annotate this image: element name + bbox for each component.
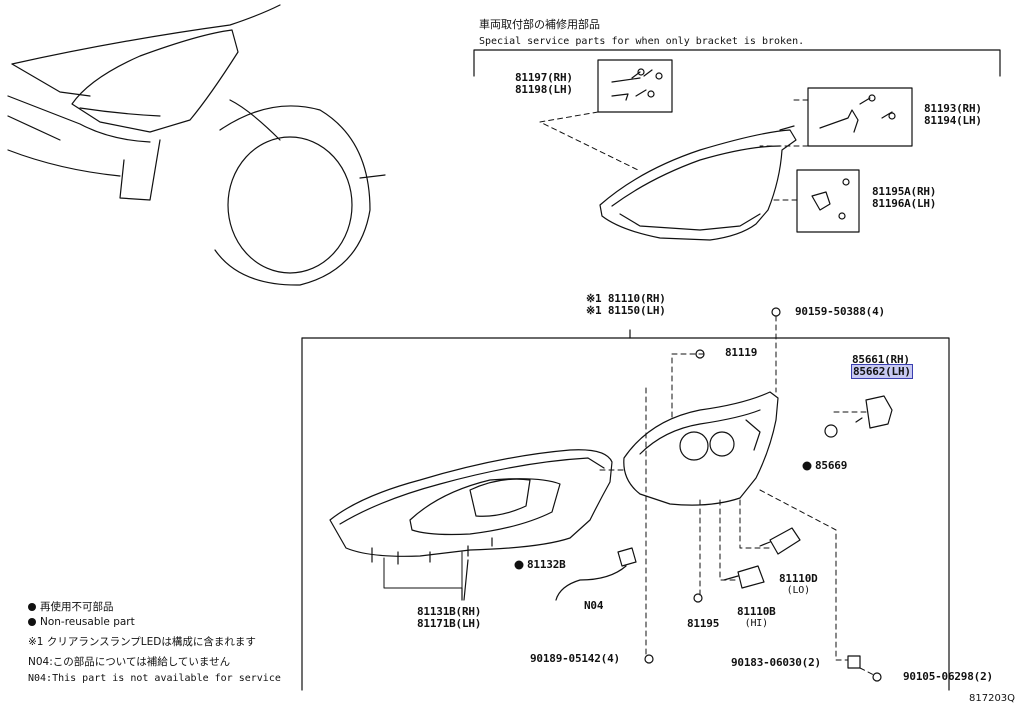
filled-dot-icon <box>28 603 36 611</box>
part-81132b[interactable]: 81132B <box>527 558 566 571</box>
label-81197-81198: 81197(RH) 81198(LH) <box>515 72 573 96</box>
service-parts-title-en: Special service parts for when only brac… <box>479 36 805 47</box>
part-81119[interactable]: 81119 <box>725 346 758 359</box>
filled-dot-icon <box>28 618 36 626</box>
part-90105[interactable]: 90105-06298(2) <box>903 670 993 683</box>
legend-non-reusable-jp: 再使用不可部品 <box>28 601 114 614</box>
part-81197-rh[interactable]: 81197(RH) <box>515 71 573 84</box>
label-81110d: 81110D (LO) <box>779 573 818 597</box>
part-81110b[interactable]: 81110B <box>737 605 776 618</box>
part-81194-lh[interactable]: 81194(LH) <box>924 114 982 127</box>
part-85661-rh[interactable]: 85661(RH) <box>852 353 910 366</box>
bracket-81195a <box>796 169 860 233</box>
oring-85669 <box>824 424 838 438</box>
label-81131b-81171b: 81131B(RH) 81171B(LH) <box>417 606 481 630</box>
legend-n04-en: N04:This part is not available for servi… <box>28 673 281 684</box>
part-81195[interactable]: 81195 <box>687 617 720 630</box>
legend-n04-jp: N04:この部品については補給していません <box>28 656 231 668</box>
part-90183[interactable]: 90183-06030(2) <box>731 656 821 669</box>
upper-headlamp-drawing <box>599 125 797 241</box>
service-parts-frame <box>473 49 1001 77</box>
service-parts-title-jp: 車両取付部の補修用部品 <box>479 18 600 31</box>
housing-81110 <box>623 391 779 506</box>
part-81131b-rh[interactable]: 81131B(RH) <box>417 605 482 618</box>
part-81171b-lh[interactable]: 81171B(LH) <box>417 617 482 630</box>
lens-81131b <box>329 449 613 565</box>
label-81110b: 81110B (HI) <box>737 606 776 630</box>
bulb-81110b <box>723 565 765 589</box>
legend-note-1: ※1 クリアランスランプLEDは構成に含まれます <box>28 636 256 648</box>
bracket-81197 <box>597 59 673 113</box>
vehicle-front-outline <box>7 4 386 286</box>
connector-n04 <box>555 547 637 601</box>
diagram-id: 817203Q <box>969 693 1016 704</box>
part-90159[interactable]: 90159-50388(4) <box>795 305 885 318</box>
label-81195a-81196a: 81195A(RH) 81196A(LH) <box>872 186 936 210</box>
part-81198-lh[interactable]: 81198(LH) <box>515 83 573 96</box>
part-81110d[interactable]: 81110D <box>779 572 818 585</box>
label-81110-81150: ※1 81110(RH) ※1 81150(LH) <box>586 293 666 317</box>
label-81193-81194: 81193(RH) 81194(LH) <box>924 103 982 127</box>
bulb-81110d <box>759 527 801 555</box>
part-81195a-rh[interactable]: 81195A(RH) <box>872 185 937 198</box>
part-81110d-lo: (LO) <box>786 585 810 596</box>
part-81110b-hi: (HI) <box>744 618 768 629</box>
part-90189[interactable]: 90189-05142(4) <box>530 652 620 665</box>
part-85662-lh-highlighted[interactable]: 85662(LH) <box>851 364 913 379</box>
part-85669[interactable]: 85669 <box>815 459 848 472</box>
bracket-81193 <box>807 87 913 147</box>
part-81110-rh[interactable]: ※1 81110(RH) <box>586 292 666 305</box>
legend-non-reusable-en: Non-reusable part <box>28 616 135 629</box>
solenoid-85662 <box>855 395 893 429</box>
part-n04[interactable]: N04 <box>584 599 604 612</box>
part-81193-rh[interactable]: 81193(RH) <box>924 102 982 115</box>
part-81150-lh[interactable]: ※1 81150(LH) <box>586 304 666 317</box>
part-81196a-lh[interactable]: 81196A(LH) <box>872 197 937 210</box>
label-85661-85662: 85661(RH) 85662(LH) <box>851 353 913 379</box>
